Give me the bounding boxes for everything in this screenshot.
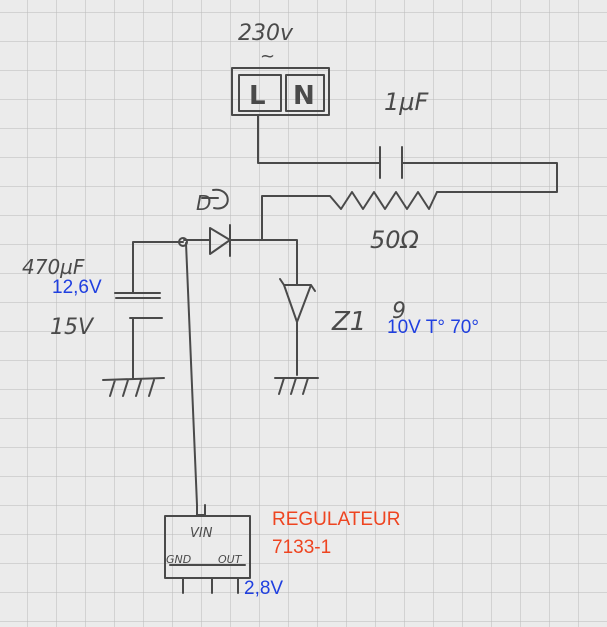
capacitor-1uf [379,146,403,179]
capacitor-1uf-label: 1µF [384,88,430,116]
terminal-block [231,67,330,116]
zener-value-handwritten: 9 [392,299,406,324]
terminal-live-label: L [249,81,266,111]
diode [183,224,263,257]
mains-tilde: ~ [260,46,275,67]
regulator-gnd-label: GND [166,553,191,566]
wire-cap [132,241,184,293]
wire-zener [261,239,298,286]
resistor-50ohm [261,191,438,241]
output-voltage-annotation: 2,8V [244,578,284,599]
ground-cap [102,377,165,397]
capacitor-470uf [114,292,163,319]
terminal-neutral-label: N [293,81,315,111]
electrolytic-voltage-label: 15V [50,315,95,340]
regulator-part-number: 7133-1 [272,537,332,558]
regulator-pins [182,577,239,594]
regulator-title: REGULATEUR [272,509,401,530]
regulator-out-label: OUT [218,553,243,566]
zener-temp-annotation: 10V T° 70° [387,317,479,338]
diode-label: D [196,191,211,215]
regulator-7133 [164,515,251,579]
regulator-vin-label: VIN [190,526,213,541]
cap-voltage-annotation: 12,6V [52,277,102,298]
resistor-label: 50Ω [370,226,420,254]
wire-mains [257,114,558,193]
mains-voltage-label: 230v [238,21,294,46]
ground-zener [274,377,319,395]
zener-z1 [279,278,316,376]
electrolytic-value-label: 470µF [22,255,85,279]
zener-label: Z1 [331,307,366,337]
